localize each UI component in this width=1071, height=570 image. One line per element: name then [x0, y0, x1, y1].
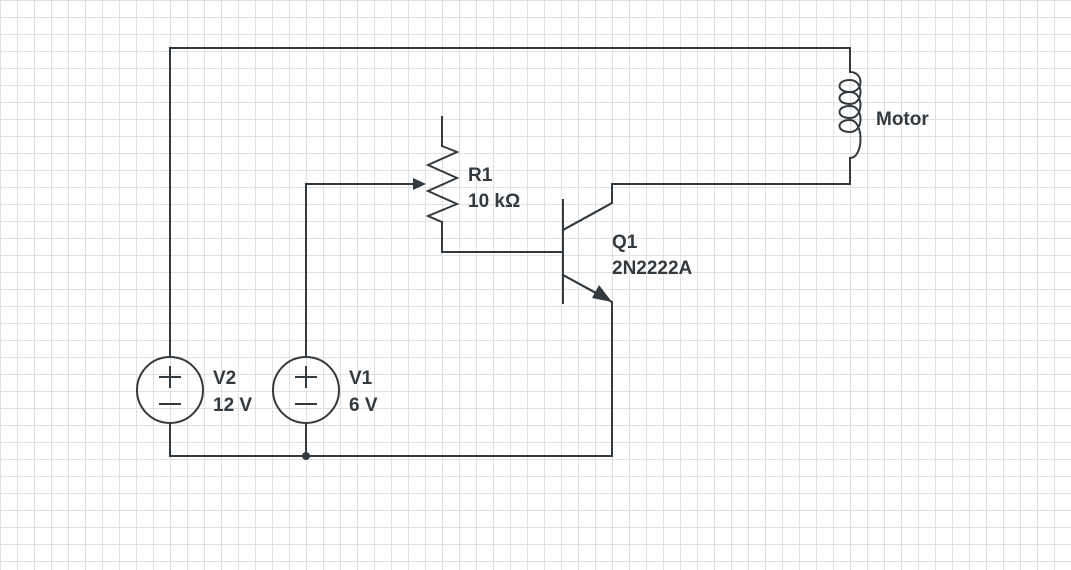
v1-name: V1	[349, 368, 373, 389]
q1-collector-lead	[561, 201, 614, 232]
q1-part: 2N2222A	[612, 258, 693, 279]
v2-name: V2	[213, 368, 236, 389]
v1-value: 6 V	[349, 395, 378, 416]
q1-emitter-lead	[561, 273, 602, 297]
r1-value: 10 kΩ	[468, 191, 520, 212]
motor-label: Motor	[876, 109, 929, 130]
q1-transistor	[561, 199, 614, 304]
junction-dot	[302, 452, 310, 460]
r1-name: R1	[468, 165, 493, 186]
wire-r1-to-base	[441, 221, 564, 253]
motor-coil	[838, 70, 862, 160]
r1-wiper-arrow	[407, 178, 426, 190]
q1-name: Q1	[612, 232, 638, 253]
r1-resistor	[425, 144, 460, 224]
wire-v2-to-motor	[169, 47, 851, 358]
q1-emitter-arrow	[592, 285, 612, 302]
v2-source	[136, 356, 204, 424]
wires	[169, 47, 851, 457]
v1-source	[272, 356, 340, 424]
v2-value: 12 V	[213, 395, 252, 416]
wire-motor-to-collector	[561, 157, 851, 232]
wire-emitter-return	[169, 273, 613, 457]
wire-v1-to-wiper	[305, 183, 419, 358]
